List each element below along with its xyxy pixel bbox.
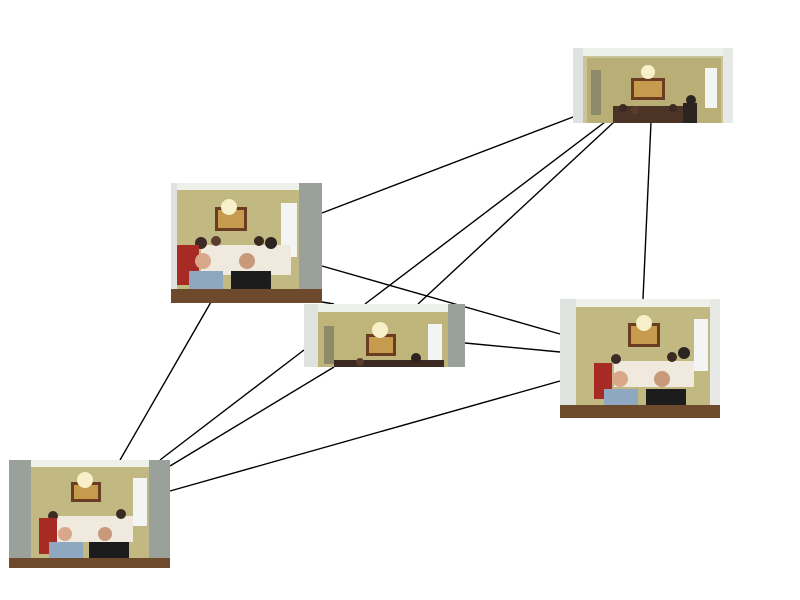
photo-node-2[interactable] <box>171 183 322 303</box>
edge-n1-n4 <box>642 121 652 300</box>
edge-n1-n2 <box>321 116 574 214</box>
edge-n3-n5-b <box>169 366 335 467</box>
photo-node-5[interactable] <box>9 460 170 568</box>
dining-room-photo-icon <box>304 304 465 367</box>
photo-node-3[interactable] <box>304 304 465 367</box>
edge-n2-n4 <box>321 265 561 335</box>
dining-room-photo-icon <box>9 460 170 568</box>
edge-n2-n5 <box>119 301 212 461</box>
photo-node-4[interactable] <box>560 299 720 418</box>
edge-n2-n3 <box>321 301 335 305</box>
edge-n3-n4 <box>464 342 561 353</box>
edge-n1-n3-b <box>417 121 615 305</box>
dining-room-photo-icon <box>171 183 322 303</box>
edge-n3-n5-a <box>159 349 305 461</box>
dining-room-photo-icon <box>573 48 733 123</box>
edge-n4-n5 <box>169 380 561 492</box>
edge-n1-n3-a <box>364 121 606 305</box>
photo-node-1[interactable] <box>573 48 733 123</box>
dining-room-photo-icon <box>560 299 720 418</box>
